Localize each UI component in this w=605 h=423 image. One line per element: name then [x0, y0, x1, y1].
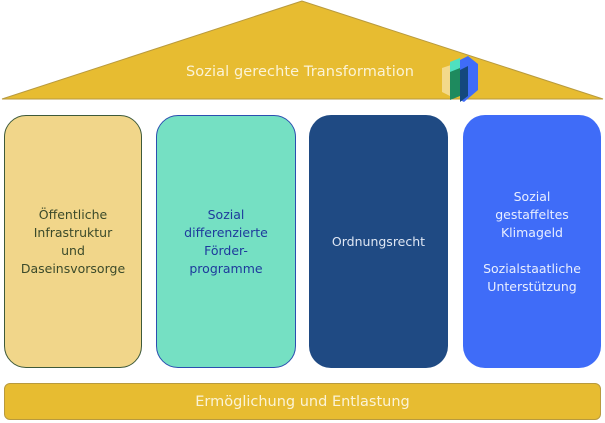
foundation-bar: Ermöglichung und Entlastung: [4, 383, 601, 420]
pillar-funding-programs: Sozial differenzierte Förder- programme: [156, 115, 296, 368]
pillar-label: Sozial differenzierte Förder- programme: [184, 206, 268, 276]
pillar-label: Ordnungsrecht: [331, 233, 426, 249]
roof-triangle: [1, 0, 604, 100]
pillar-label: Sozial gestaffeltes Klimageld Sozialstaa…: [483, 188, 581, 294]
pillar-regulatory-law: Ordnungsrecht: [309, 115, 448, 368]
pillar-climate-money: Sozial gestaffeltes Klimageld Sozialstaa…: [463, 115, 601, 368]
roof: [1, 0, 604, 100]
pillar-public-infrastructure: Öffentliche Infrastruktur und Daseinsvor…: [4, 115, 142, 368]
pillar-label: Öffentliche Infrastruktur und Daseinsvor…: [20, 206, 126, 276]
foundation-label: Ermöglichung und Entlastung: [195, 393, 410, 410]
stacked-blocks-logo-icon: [442, 56, 478, 102]
roof-title: Sozial gerechte Transformation: [186, 64, 415, 80]
